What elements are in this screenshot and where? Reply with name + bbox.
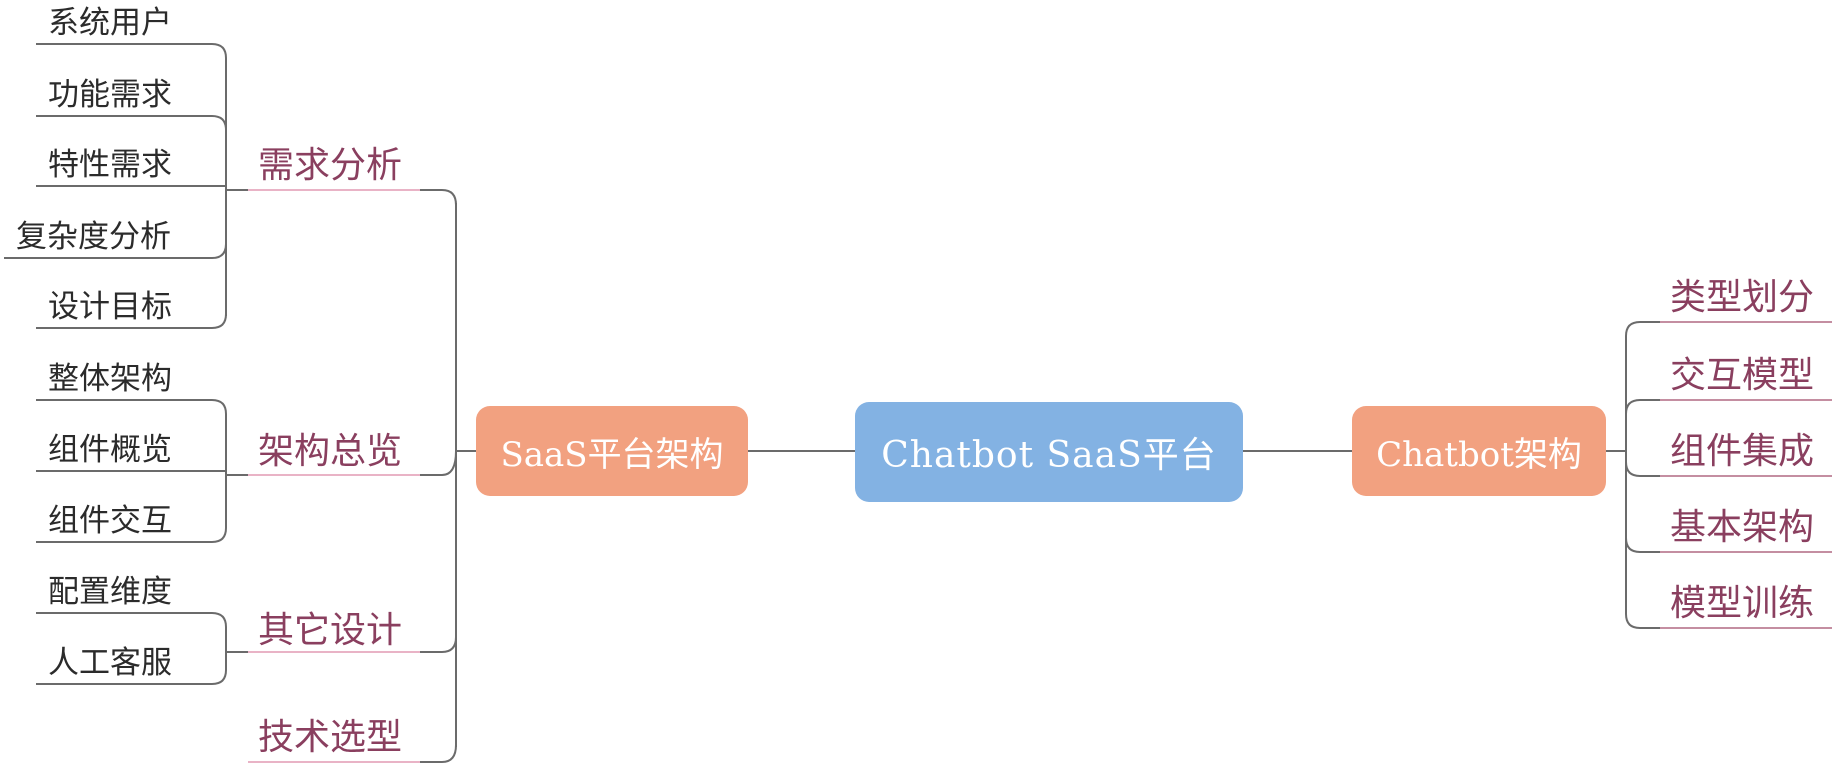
leaf-complexity-analysis[interactable]: 复杂度分析 (16, 219, 171, 255)
leaf-line-moxingxunlian (1625, 613, 1832, 629)
branch-interaction-model[interactable]: 交互模型 (1670, 355, 1815, 396)
leaf-line-rengong (36, 669, 227, 685)
leaf-feature-requirements[interactable]: 特性需求 (48, 147, 172, 183)
leaf-human-support[interactable]: 人工客服 (48, 645, 172, 681)
leaf-line-zujianjicheng (1625, 461, 1832, 477)
leaf-design-goals[interactable]: 设计目标 (48, 289, 172, 325)
main-node-label: SaaS平台架构 (500, 434, 724, 475)
branch-architecture-overview[interactable]: 架构总览 (258, 431, 403, 472)
main-node-saas-architecture[interactable]: SaaS平台架构 (476, 406, 748, 496)
leaf-line-shejimubiao (36, 313, 227, 329)
leaf-component-interaction[interactable]: 组件交互 (48, 503, 172, 539)
leaf-line-peizhi (36, 612, 227, 628)
branch-type-division[interactable]: 类型划分 (1670, 277, 1815, 318)
branch-requirements-analysis[interactable]: 需求分析 (258, 145, 403, 186)
leaf-line-zujianjiaohu (36, 527, 227, 543)
root-node[interactable]: Chatbot SaaS平台 (855, 402, 1243, 502)
leaf-line-zhengti (36, 399, 227, 415)
leaf-line-fuzadu (4, 243, 227, 259)
main-node-label: Chatbot架构 (1376, 434, 1582, 475)
leaf-functional-requirements[interactable]: 功能需求 (48, 77, 172, 113)
branch-basic-architecture[interactable]: 基本架构 (1670, 507, 1815, 548)
leaf-system-users[interactable]: 系统用户 (48, 5, 172, 41)
leaf-config-dimensions[interactable]: 配置维度 (48, 574, 172, 610)
branch-other-design[interactable]: 其它设计 (258, 610, 403, 651)
connector-branch-qita (420, 636, 457, 653)
leaf-line-gongnengxuqiu (36, 115, 227, 131)
connector-xuqiu-spine (225, 58, 248, 316)
branch-component-integration[interactable]: 组件集成 (1670, 431, 1815, 472)
connector-jiagou-spine (225, 414, 248, 528)
root-label: Chatbot SaaS平台 (881, 435, 1217, 476)
leaf-line-leixing (1625, 321, 1832, 337)
leaf-overall-architecture[interactable]: 整体架构 (48, 361, 172, 397)
connector-branch-jiagou (420, 450, 457, 476)
connector-qita-spine (225, 627, 248, 670)
main-node-chatbot-architecture[interactable]: Chatbot架构 (1352, 406, 1606, 496)
leaf-line-jiaohumoxing (1625, 399, 1832, 415)
leaf-component-overview[interactable]: 组件概览 (48, 432, 172, 468)
branch-tech-selection[interactable]: 技术选型 (258, 717, 403, 758)
branch-model-training[interactable]: 模型训练 (1670, 583, 1815, 624)
connector-branch-jishu (420, 744, 457, 763)
leaf-line-xitongyonghu (36, 43, 227, 59)
connector-branch-xuqiu (420, 189, 457, 206)
leaf-line-jibenjiagou (1625, 537, 1832, 553)
